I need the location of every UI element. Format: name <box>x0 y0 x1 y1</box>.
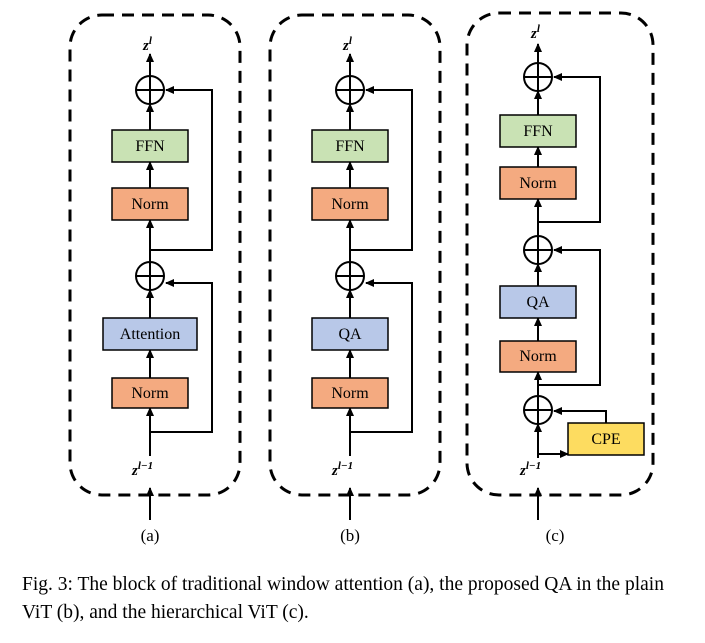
c-norm-top-label: Norm <box>519 175 557 192</box>
c-norm-top-box <box>499 166 577 200</box>
b-qa-box <box>311 317 389 351</box>
panel-b-dashed-border <box>268 13 442 497</box>
c-residual-1 <box>538 246 601 386</box>
c-qa-label: QA <box>526 294 550 311</box>
c-norm-bottom-box <box>499 340 577 373</box>
a-attn-label: Attention <box>120 326 180 343</box>
b-add-bottom-icon <box>335 261 365 291</box>
b-norm-bottom-label: Norm <box>331 385 369 402</box>
panel-b: FFN Norm QA Norm zl zl−1 (b) <box>268 13 442 545</box>
b-norm-bottom-box <box>311 377 389 409</box>
c-ffn-box <box>499 114 577 148</box>
c-cpe-box <box>567 422 645 456</box>
b-norm-top-box <box>311 187 389 221</box>
b-add-top-icon <box>335 75 365 105</box>
a-ffn-label: FFN <box>135 138 165 155</box>
panel-c: FFN Norm QA Norm CPE zl zl−1 (c) <box>465 11 655 545</box>
a-sublabel: (a) <box>141 526 160 545</box>
c-residual-2 <box>538 73 601 223</box>
a-ffn-box <box>111 129 189 163</box>
c-add-middle-icon <box>523 235 553 265</box>
b-sublabel: (b) <box>340 526 360 545</box>
a-residual-2 <box>150 86 213 251</box>
b-qa-label: QA <box>338 326 362 343</box>
a-norm-top-box <box>111 187 189 221</box>
a-norm-bottom-box <box>111 377 189 409</box>
c-ffn-label: FFN <box>523 123 553 140</box>
c-qa-box <box>499 285 577 319</box>
a-norm-bottom-label: Norm <box>131 385 169 402</box>
a-output-label: zl <box>142 35 153 54</box>
panel-a-dashed-border <box>68 13 242 497</box>
b-output-label: zl <box>342 35 353 54</box>
c-cpe-branch-out <box>553 407 607 423</box>
b-residual-2 <box>350 86 413 251</box>
c-output-label: zl <box>530 23 541 42</box>
c-input-label: zl−1 <box>519 460 541 479</box>
panel-c-dashed-border <box>465 11 655 497</box>
figure-diagram: FFN Norm Attention Norm zl zl−1 (a) <box>68 11 655 545</box>
a-add-bottom-icon <box>135 261 165 291</box>
c-add-bottom-icon <box>523 395 553 425</box>
c-sublabel: (c) <box>546 526 565 545</box>
b-norm-top-label: Norm <box>331 196 369 213</box>
b-residual-1 <box>350 279 413 433</box>
a-attn-box <box>102 317 198 351</box>
a-residual-1 <box>150 279 213 433</box>
c-norm-bottom-label: Norm <box>519 348 557 365</box>
b-ffn-label: FFN <box>335 138 365 155</box>
panel-a: FFN Norm Attention Norm zl zl−1 (a) <box>68 13 242 545</box>
c-cpe-label: CPE <box>591 431 620 448</box>
b-ffn-box <box>311 129 389 163</box>
figure-caption: Fig. 3: The block of traditional window … <box>22 574 664 623</box>
a-add-top-icon <box>135 75 165 105</box>
c-add-top-icon <box>523 62 553 92</box>
a-norm-top-label: Norm <box>131 196 169 213</box>
b-input-label: zl−1 <box>331 460 353 479</box>
a-input-label: zl−1 <box>131 460 153 479</box>
